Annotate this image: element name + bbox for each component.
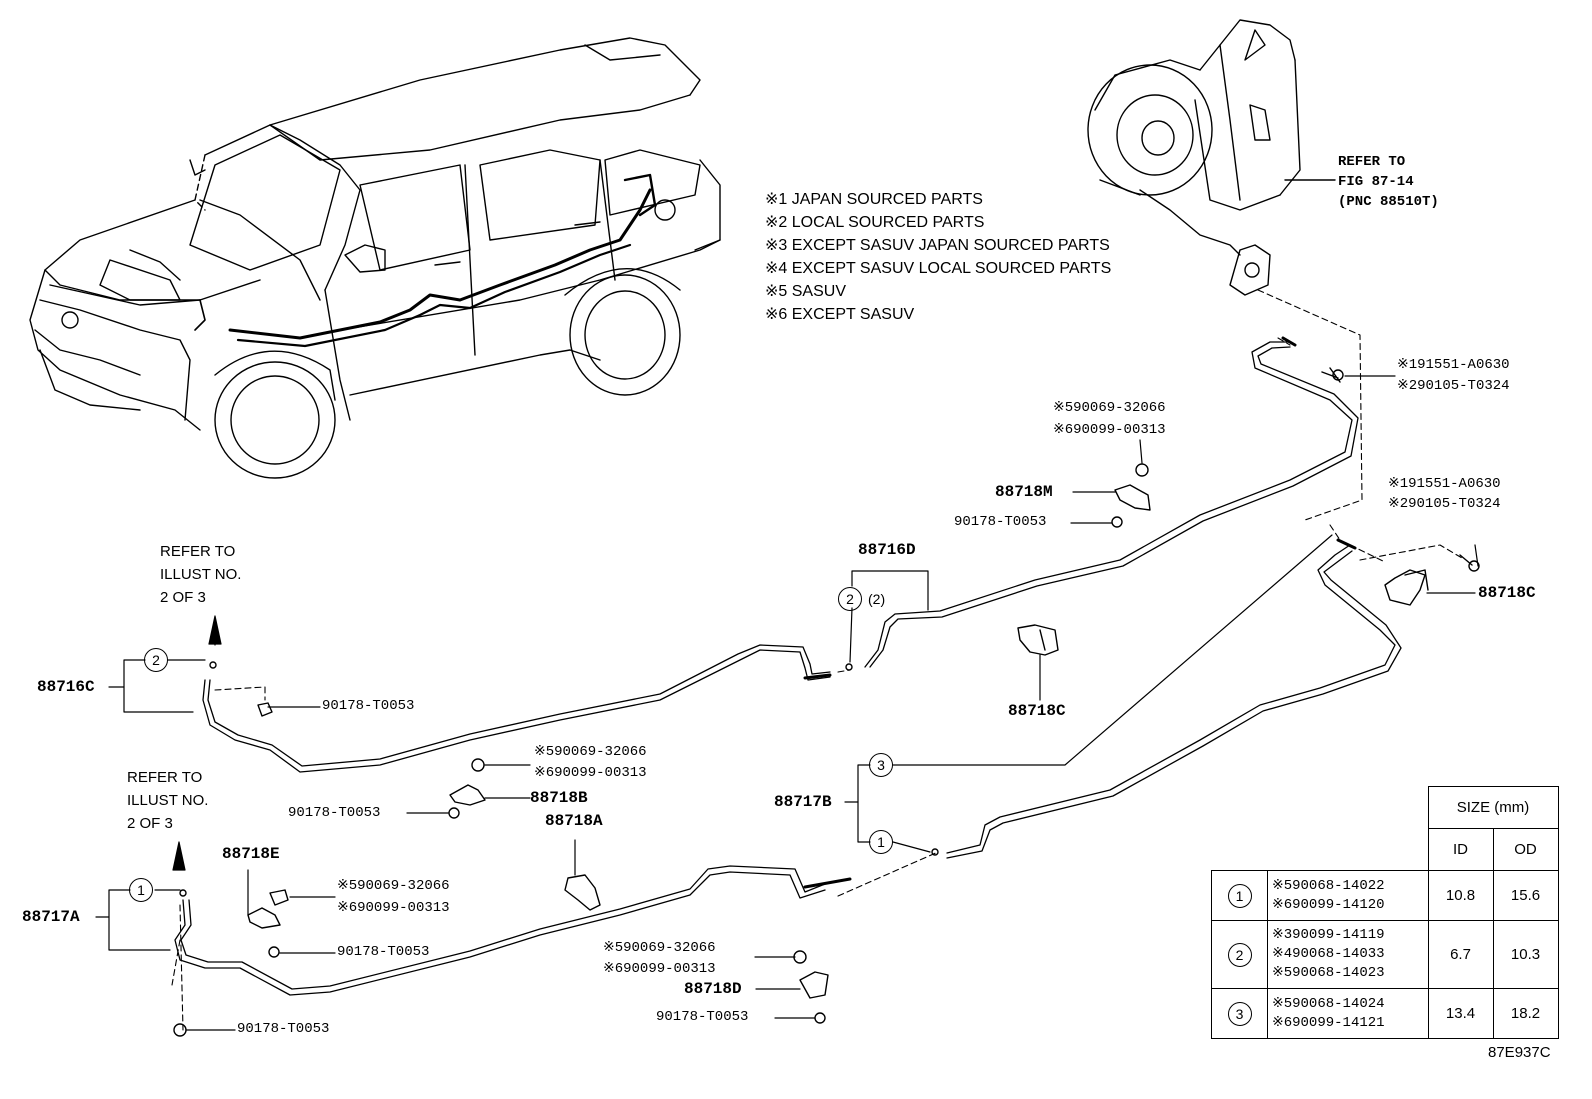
note-3: ※3 EXCEPT SASUV JAPAN SOURCED PARTS bbox=[765, 237, 1110, 254]
note-1: ※1 JAPAN SOURCED PARTS bbox=[765, 191, 983, 208]
size-row-1: 1 ※590068-14022 ※690099-14120 10.8 15.6 bbox=[1211, 870, 1559, 921]
size-row-2-mark: 2 bbox=[1227, 942, 1252, 967]
clamp-except-label-88718b: ※690099-00313 bbox=[534, 765, 647, 781]
part-88718a-label: 88718A bbox=[545, 812, 603, 830]
rear-cooler-unit bbox=[1087, 19, 1336, 296]
refer-fig-block: REFER TO FIG 87-14 (PNC 88510T) bbox=[1338, 152, 1439, 212]
size-row-2: 2 ※390099-14119 ※490068-14033 ※590068-14… bbox=[1211, 920, 1559, 989]
size-row-3-part-1: ※590068-14024 bbox=[1272, 995, 1385, 1012]
refer-illust-lower-line-2: ILLUST NO. bbox=[127, 792, 209, 809]
part-88718c-right-label: 88718C bbox=[1478, 584, 1536, 602]
callout-2-88716d-mark: 2 bbox=[838, 587, 862, 611]
clamp-sasuv-label-88718e: ※590069-32066 bbox=[337, 878, 450, 894]
refer-illust-upper: REFER TO ILLUST NO. 2 OF 3 bbox=[160, 540, 241, 609]
callout-2-88716c-mark: 2 bbox=[144, 648, 168, 672]
clamp-except-label-88718m: ※690099-00313 bbox=[1053, 422, 1166, 438]
bolt-jp-label-upper: ※191551-A0630 bbox=[1397, 357, 1510, 373]
part-88718d-label: 88718D bbox=[684, 980, 742, 998]
pipe-88716c bbox=[202, 649, 831, 773]
callout-1-88717a: 1 bbox=[129, 878, 153, 902]
note-2: ※2 LOCAL SOURCED PARTS bbox=[765, 214, 985, 231]
nut-label-88718m: 90178-T0053 bbox=[954, 514, 1047, 530]
part-88718e-label: 88718E bbox=[222, 845, 280, 863]
od-header: OD bbox=[1492, 828, 1559, 871]
size-row-3-id: 13.4 bbox=[1427, 988, 1494, 1039]
bolt-jp-label-lower: ※191551-A0630 bbox=[1388, 476, 1501, 492]
callout-3-88717b-mark: 3 bbox=[869, 753, 893, 777]
clamp-except-label-88718d: ※690099-00313 bbox=[603, 961, 716, 977]
pipe-88717b bbox=[946, 544, 1396, 854]
leader-lines bbox=[95, 375, 1479, 1031]
callout-1-88717b-mark: 1 bbox=[869, 830, 893, 854]
callout-1-88717a-mark: 1 bbox=[129, 878, 153, 902]
part-88717b-label: 88717B bbox=[774, 793, 832, 811]
pipe-88716d bbox=[864, 341, 1353, 668]
vehicle-illustration bbox=[29, 37, 721, 479]
size-row-1-id: 10.8 bbox=[1427, 870, 1494, 921]
clamp-sasuv-label-88718d: ※590069-32066 bbox=[603, 940, 716, 956]
refer-illust-lower: REFER TO ILLUST NO. 2 OF 3 bbox=[127, 766, 208, 835]
size-row-1-part-1: ※590068-14022 bbox=[1272, 877, 1385, 894]
note-6: ※6 EXCEPT SASUV bbox=[765, 306, 915, 323]
hose-size-table: SIZE (mm) ID OD 1 ※590068-14022 ※690099-… bbox=[1211, 786, 1559, 1039]
bolt-local-label-upper: ※290105-T0324 bbox=[1397, 378, 1510, 394]
note-4: ※4 EXCEPT SASUV LOCAL SOURCED PARTS bbox=[765, 260, 1112, 277]
refer-illust-lower-line-1: REFER TO bbox=[127, 769, 203, 786]
refer-fig-line-1: REFER TO bbox=[1338, 154, 1406, 170]
note-5: ※5 SASUV bbox=[765, 283, 846, 300]
qty-88716d: (2) bbox=[868, 591, 886, 607]
size-row-2-od: 10.3 bbox=[1492, 920, 1559, 989]
clamp-sasuv-label-88718m: ※590069-32066 bbox=[1053, 400, 1166, 416]
dashed-guides bbox=[171, 289, 1463, 1031]
refer-illust-upper-line-1: REFER TO bbox=[160, 543, 236, 560]
size-row-3-mark: 3 bbox=[1227, 1001, 1252, 1026]
id-header: ID bbox=[1427, 828, 1494, 871]
nut-label-88718b: 90178-T0053 bbox=[288, 805, 381, 821]
pipe-lines bbox=[174, 341, 1402, 996]
pipe-88717a bbox=[174, 871, 826, 996]
notes-list: ※1 JAPAN SOURCED PARTS ※2 LOCAL SOURCED … bbox=[765, 188, 1111, 326]
part-88718m-label: 88718M bbox=[995, 483, 1053, 501]
nut-label-88717a: 90178-T0053 bbox=[237, 1021, 330, 1037]
figure-code: 87E937C bbox=[1488, 1044, 1551, 1061]
size-row-3-part-2: ※690099-14121 bbox=[1272, 1014, 1385, 1031]
size-row-3: 3 ※590068-14024 ※690099-14121 13.4 18.2 bbox=[1211, 988, 1559, 1039]
clamps-and-bolts bbox=[173, 336, 1480, 1037]
size-header: SIZE (mm) bbox=[1427, 786, 1559, 829]
part-88718b-label: 88718B bbox=[530, 789, 588, 807]
callout-2-88716c: 2 bbox=[144, 648, 168, 672]
refer-fig-line-2: FIG 87-14 bbox=[1338, 174, 1414, 190]
part-88716c-label: 88716C bbox=[37, 678, 95, 696]
size-row-2-part-1: ※390099-14119 bbox=[1272, 927, 1385, 943]
size-row-3-od: 18.2 bbox=[1492, 988, 1559, 1039]
clamp-except-label-88718e: ※690099-00313 bbox=[337, 900, 450, 916]
size-row-2-part-2: ※490068-14033 bbox=[1272, 946, 1385, 962]
size-row-1-mark: 1 bbox=[1227, 883, 1252, 908]
callout-3-88717b: 3 bbox=[869, 753, 893, 777]
bolt-local-label-lower: ※290105-T0324 bbox=[1388, 496, 1501, 512]
clamp-sasuv-label-88718b: ※590069-32066 bbox=[534, 744, 647, 760]
callout-1-88717b: 1 bbox=[869, 830, 893, 854]
nut-label-88716c: 90178-T0053 bbox=[322, 698, 415, 714]
size-row-1-part-2: ※690099-14120 bbox=[1272, 896, 1385, 913]
part-88716d-label: 88716D bbox=[858, 541, 916, 559]
refer-illust-upper-line-3: 2 OF 3 bbox=[160, 589, 206, 606]
nut-label-88718d: 90178-T0053 bbox=[656, 1009, 749, 1025]
part-88718c-middle-label: 88718C bbox=[1008, 702, 1066, 720]
nut-label-88718e: 90178-T0053 bbox=[337, 944, 430, 960]
refer-illust-lower-line-3: 2 OF 3 bbox=[127, 815, 173, 832]
size-row-2-part-3: ※590068-14023 bbox=[1272, 965, 1385, 981]
part-88717a-label: 88717A bbox=[22, 908, 80, 926]
size-row-1-od: 15.6 bbox=[1492, 870, 1559, 921]
refer-fig-line-3: (PNC 88510T) bbox=[1338, 194, 1439, 210]
refer-illust-upper-line-2: ILLUST NO. bbox=[160, 566, 242, 583]
callout-2-88716d: 2 bbox=[838, 587, 862, 611]
size-row-2-id: 6.7 bbox=[1427, 920, 1494, 989]
